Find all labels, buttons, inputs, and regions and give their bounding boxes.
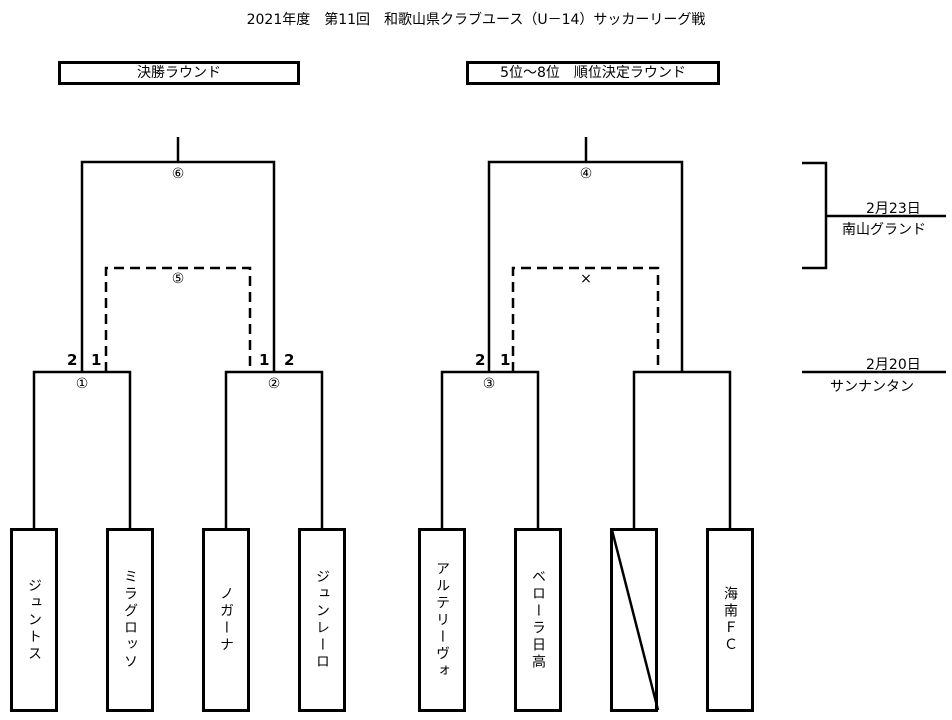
match-6-number: ⑥ <box>171 166 185 182</box>
match-3-number: ③ <box>482 376 496 392</box>
team-name: ミラグロッソ <box>122 569 138 671</box>
team-box: アルテリーヴォ <box>418 528 466 712</box>
team-box: ノガーナ <box>202 528 250 712</box>
final-round-label-text: 決勝ラウンド <box>137 65 221 81</box>
team-name: アルテリーヴォ <box>434 560 450 680</box>
day1-venue: サンナンタン <box>830 379 914 395</box>
day2-bracket <box>802 161 828 270</box>
team-name: ベローラ日高 <box>530 569 546 671</box>
match3-score-right: 1 <box>500 351 511 369</box>
match-1-number: ① <box>75 376 89 392</box>
bye-match-line <box>632 370 732 528</box>
placement-round-label-text: 5位～8位 順位決定ラウンド <box>500 65 686 81</box>
match2-score-right: 2 <box>284 351 295 369</box>
placement-dashed-line <box>511 266 660 372</box>
match3-line <box>440 370 540 528</box>
page-title: 2021年度 第11回 和歌山県クラブユース（U－14）サッカーリーグ戦 <box>246 12 706 28</box>
bye-box <box>610 528 658 712</box>
team-box: 海南ＦＣ <box>706 528 754 712</box>
match2-line <box>224 370 324 528</box>
match1-score-right: 1 <box>91 351 102 369</box>
match-2-number: ② <box>267 376 281 392</box>
team-box: ミラグロッソ <box>106 528 154 712</box>
match2-score-left: 1 <box>259 351 270 369</box>
day2-date: 2月23日 <box>866 201 921 217</box>
match-5-number: ⑤ <box>171 271 185 287</box>
match-4-number: ④ <box>579 166 593 182</box>
team-box: ジュンレーロ <box>298 528 346 712</box>
placement-round-label: 5位～8位 順位決定ラウンド <box>466 61 720 85</box>
team-name: ジュントス <box>26 577 42 663</box>
day1-date: 2月20日 <box>866 357 921 373</box>
team-box: ジュントス <box>10 528 58 712</box>
day2-venue: 南山グランド <box>842 222 926 238</box>
team-name: 海南ＦＣ <box>722 586 738 654</box>
team-box: ベローラ日高 <box>514 528 562 712</box>
bye-slash <box>610 529 660 711</box>
placement-cancelled-mark: × <box>580 271 592 287</box>
team-name: ノガーナ <box>218 586 234 654</box>
team-name: ジュンレーロ <box>314 569 330 671</box>
match1-line <box>32 370 132 528</box>
match3-score-left: 2 <box>475 351 486 369</box>
match5-line <box>104 266 252 372</box>
final-round-label: 決勝ラウンド <box>58 61 300 85</box>
match1-score-left: 2 <box>67 351 78 369</box>
